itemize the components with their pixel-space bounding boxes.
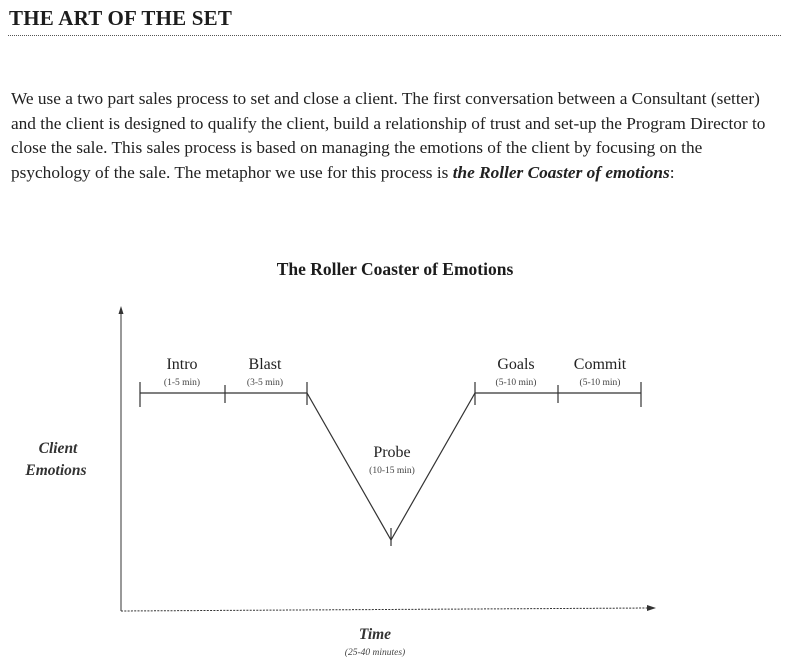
stage-label-probe: Probe (373, 444, 410, 461)
x-axis-sublabel: (25-40 minutes) (345, 647, 405, 658)
intro-suffix: : (669, 162, 675, 182)
title-divider (8, 35, 781, 36)
stage-duration-blast: (3-5 min) (247, 377, 283, 388)
y-axis-arrow-icon (118, 306, 124, 314)
stage-duration-goals: (5-10 min) (496, 377, 537, 388)
x-axis (120, 607, 649, 612)
diagram-title: The Roller Coaster of Emotions (277, 259, 514, 279)
stage-label-blast: Blast (249, 356, 282, 373)
roller-coaster-diagram: The Roller Coaster of Emotions Client Em… (24, 259, 656, 658)
x-axis-label: Time (359, 626, 391, 643)
stage-label-intro: Intro (166, 356, 197, 373)
intro-paragraph: We use a two part sales process to set a… (11, 87, 781, 185)
y-axis-label-line2: Emotions (24, 462, 86, 479)
intro-emphasis: the Roller Coaster of emotions (452, 162, 670, 182)
page-title: THE ART OF THE SET (9, 6, 233, 30)
intro-text: We use a two part sales process to set a… (11, 89, 766, 182)
stage-duration-commit: (5-10 min) (580, 377, 621, 388)
stage-label-commit: Commit (574, 356, 627, 373)
stage-label-goals: Goals (497, 356, 534, 373)
x-axis-arrow-icon (647, 605, 656, 611)
stage-duration-intro: (1-5 min) (164, 377, 200, 388)
stage-duration-probe: (10-15 min) (369, 465, 415, 476)
y-axis-label-line1: Client (39, 440, 78, 457)
